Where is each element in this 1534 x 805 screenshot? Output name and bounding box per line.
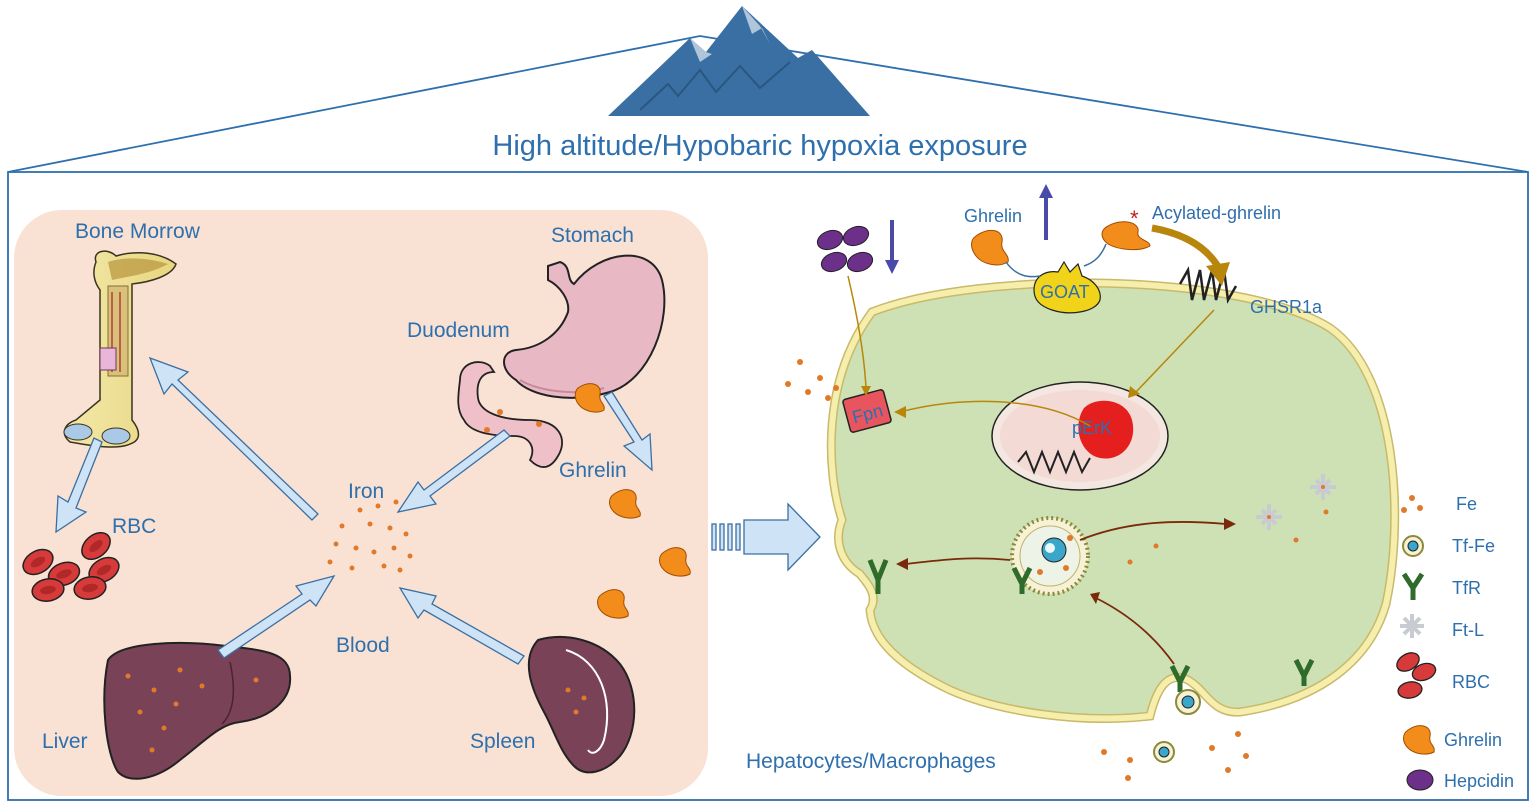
ghsr1a-receptor [1178, 266, 1238, 304]
ghrelin-blob [971, 229, 1009, 266]
ghrelin-blobs-left [597, 489, 691, 619]
tf-fe-vesicle [1175, 689, 1201, 715]
fpn-transporter [842, 389, 892, 433]
fe-dots-bottom [1101, 731, 1249, 781]
legend: Fe Tf-Fe TfR Ft-L RBC Ghrelin Hepcidin [1396, 494, 1514, 791]
iron-dots [327, 499, 413, 573]
label-ghrelin-cell: Ghrelin [964, 206, 1022, 226]
label-ghsr1a: GHSR1a [1250, 297, 1323, 317]
legend-label-ghrelin: Ghrelin [1444, 730, 1502, 750]
goat-enzyme [1033, 260, 1101, 314]
endosome-vesicle [1010, 516, 1090, 596]
ghrelin-icon [1403, 725, 1435, 755]
acyl-to-receptor-arrow [1151, 224, 1224, 272]
fe-dots-fpn [785, 359, 839, 401]
mountain-icon [608, 6, 870, 116]
nucleus [991, 381, 1169, 491]
goat-to-acyl-arrow [1083, 243, 1107, 267]
cell-body [826, 278, 1400, 723]
fe-dots-icon [1401, 495, 1423, 513]
legend-label-tfr: TfR [1452, 578, 1481, 598]
acyl-star-icon: * [1130, 206, 1139, 231]
legend-label-ft-l: Ft-L [1452, 620, 1484, 640]
trafficking-arrows [905, 521, 1227, 665]
tf-fe-icon [1402, 535, 1424, 557]
transition-arrow [711, 502, 821, 572]
rbc-cluster [22, 531, 120, 602]
fe-dots-ferritin [1127, 485, 1329, 565]
hepcidin-group [816, 225, 874, 273]
flow-arrows-left [55, 356, 653, 665]
label-goat: GOAT [1040, 282, 1090, 302]
hepcidin-icon [1406, 769, 1434, 791]
signaling-arrows [847, 275, 1215, 427]
signaling-arrowheads [861, 386, 1140, 418]
label-cell-type: Hepatocytes/Macrophages [746, 750, 996, 773]
acylated-ghrelin-blob [1101, 221, 1151, 251]
label-liver: Liver [42, 730, 88, 753]
up-arrow-icon [1039, 184, 1053, 240]
label-iron: Iron [348, 480, 384, 503]
label-bone-marrow: Bone Morrow [75, 220, 201, 243]
label-perk: pErK [1072, 418, 1112, 438]
legend-label-rbc: RBC [1452, 672, 1490, 692]
label-blood: Blood [336, 634, 390, 657]
legend-label-tf-fe: Tf-Fe [1452, 536, 1495, 556]
liver-illustration [103, 641, 292, 780]
label-spleen: Spleen [470, 730, 535, 753]
roof-outline [7, 35, 1529, 801]
tfr-icon [1401, 572, 1425, 600]
label-duodenum: Duodenum [407, 319, 510, 342]
ft-l-icon [1400, 614, 1424, 638]
label-ghrelin-left: Ghrelin [559, 459, 627, 482]
rbc-icon [1396, 652, 1437, 699]
tf-fe-bottom [1153, 741, 1175, 763]
stomach-illustration [457, 254, 666, 468]
legend-label-hepcidin: Hepcidin [1444, 771, 1514, 791]
legend-label-fe: Fe [1456, 494, 1477, 514]
trafficking-arrowheads [896, 518, 1236, 604]
header-title: High altitude/Hypobaric hypoxia exposure [492, 130, 1027, 162]
tfr-receptors [867, 559, 1315, 692]
label-stomach: Stomach [551, 224, 634, 247]
bone-illustration [63, 250, 177, 448]
down-arrow-icon [885, 220, 899, 274]
ghrelin-to-goat-arrow [1005, 261, 1041, 278]
acyl-arrowhead [1206, 262, 1230, 286]
label-rbc: RBC [112, 515, 156, 538]
spleen-illustration [527, 636, 636, 774]
label-acylated-ghrelin: Acylated-ghrelin [1152, 203, 1281, 223]
